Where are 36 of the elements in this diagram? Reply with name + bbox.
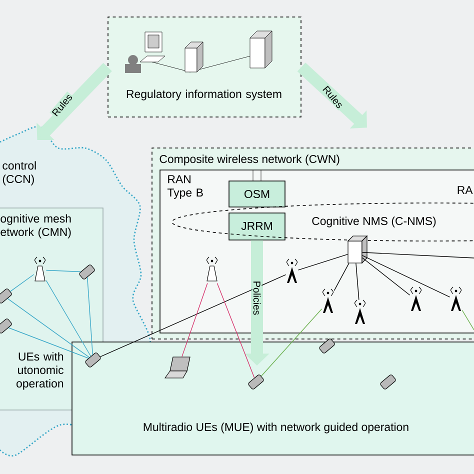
phone-icon [319, 338, 335, 354]
phone-icon [0, 318, 12, 334]
connector-line [334, 262, 350, 291]
tower-icon [450, 286, 462, 311]
connector-line [182, 282, 208, 358]
function-box: OSM [228, 170, 286, 208]
phone-icon [0, 288, 12, 304]
connector-line [216, 282, 255, 378]
connector-line [8, 327, 89, 359]
connector-line [100, 274, 286, 358]
tower-icon [286, 258, 298, 283]
connector-line [362, 255, 450, 298]
connector-line [298, 254, 348, 270]
antenna-icon [206, 256, 218, 282]
connector-line [362, 257, 410, 296]
info-system-box: Regulatory information system [108, 16, 302, 118]
tower-icon [322, 288, 334, 313]
device-area-box: Multiradio UEs (MUE) with network guided operation [72, 342, 474, 456]
phone-icon [85, 352, 101, 368]
connector-line [87, 276, 93, 356]
connector-line [10, 274, 34, 292]
connector-line [462, 310, 474, 330]
connector-line [46, 270, 81, 272]
phone-icon [79, 264, 95, 280]
tower-icon [354, 300, 366, 324]
connector-line [7, 298, 90, 358]
connector-line [260, 308, 322, 376]
phone-icon [248, 374, 264, 390]
connector-line [362, 252, 474, 258]
block-arrow [36, 62, 112, 140]
connector-line [46, 280, 92, 357]
phone-icon [380, 374, 396, 390]
tower-icon [410, 286, 422, 311]
antenna-icon [34, 256, 46, 282]
connector-line [356, 262, 360, 300]
function-box: JRRM [228, 212, 286, 240]
